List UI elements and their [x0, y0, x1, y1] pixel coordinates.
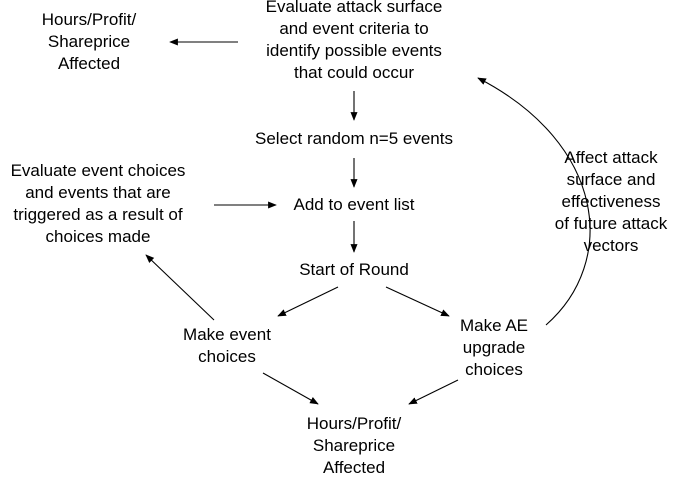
- node-line: choices: [198, 347, 256, 366]
- node-line: Hours/Profit/: [41, 10, 137, 29]
- node-make-ae-upgrade-choices: Make AE upgrade choices: [446, 315, 542, 381]
- node-line: Affected: [57, 54, 121, 73]
- arrow-ae-upgrade-to-affected-bottom: [408, 379, 459, 405]
- node-start-of-round: Start of Round: [284, 259, 424, 281]
- arrow-affect-surface-to-evaluate: [477, 77, 591, 326]
- node-make-event-choices: Make event choices: [168, 324, 286, 368]
- node-line: choices made: [45, 227, 151, 246]
- node-line: of future attack: [554, 214, 668, 233]
- node-line: effectiveness: [561, 192, 661, 211]
- node-line: Evaluate attack surface: [265, 0, 443, 16]
- node-line: Start of Round: [299, 260, 409, 279]
- node-line: vectors: [583, 236, 639, 255]
- node-line: Shareprice: [47, 32, 131, 51]
- node-line: triggered as a result of: [13, 205, 183, 224]
- node-affect-attack-surface: Affect attack surface and effectiveness …: [544, 147, 678, 257]
- node-evaluate-event-choices: Evaluate event choices and events that a…: [0, 160, 196, 248]
- node-line: Affected: [322, 458, 386, 477]
- node-line: Shareprice: [312, 436, 396, 455]
- node-line: identify possible events: [266, 41, 442, 60]
- arrow-start-to-event-choices: [277, 286, 339, 317]
- node-line: Make event: [183, 325, 271, 344]
- node-line: Make AE: [459, 316, 529, 335]
- node-line: Affect attack: [564, 148, 658, 167]
- node-line: that could occur: [293, 63, 414, 82]
- node-line: Hours/Profit/: [306, 414, 402, 433]
- node-line: upgrade: [462, 338, 526, 357]
- node-add-to-event-list: Add to event list: [274, 194, 434, 216]
- node-select-random: Select random n=5 events: [234, 128, 474, 150]
- arrow-start-to-ae-upgrade: [385, 286, 450, 317]
- node-line: Select random n=5 events: [255, 129, 453, 148]
- node-affected-top: Hours/Profit/ Shareprice Affected: [18, 9, 160, 75]
- arrow-event-choices-to-affected-bottom: [262, 372, 319, 405]
- node-line: Evaluate event choices: [10, 161, 186, 180]
- node-line: choices: [465, 360, 523, 379]
- node-line: surface and: [566, 170, 656, 189]
- node-line: and events that are: [25, 183, 171, 202]
- node-line: and event criteria to: [279, 19, 429, 38]
- arrow-event-choices-to-evaluate-choices: [145, 254, 215, 321]
- node-affected-bottom: Hours/Profit/ Shareprice Affected: [284, 413, 424, 477]
- node-line: Add to event list: [293, 195, 415, 214]
- node-evaluate-attack-surface: Evaluate attack surface and event criter…: [238, 0, 470, 84]
